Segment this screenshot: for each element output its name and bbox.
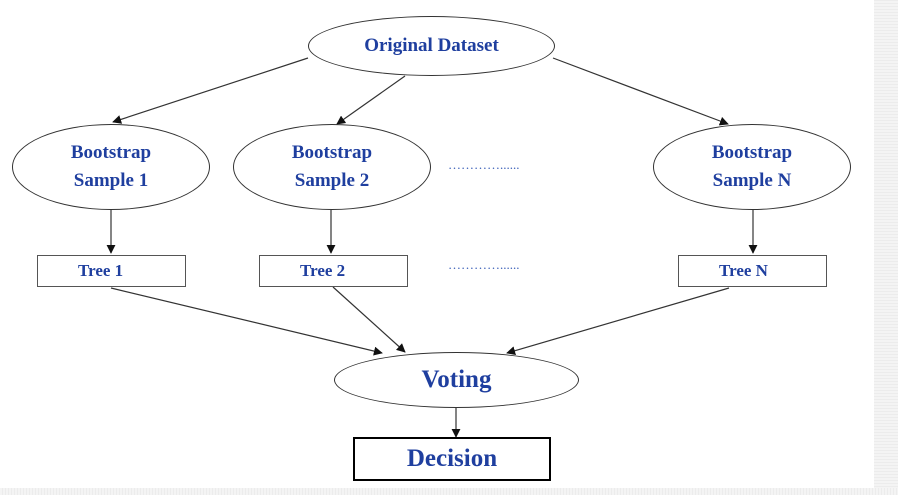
bootstrap-sample-1-label: Bootstrap Sample 1 [70, 142, 152, 191]
tree-2-node: Tree 2 [259, 255, 408, 287]
background-strip-right [874, 0, 898, 495]
tree-1-label: Tree 1 [78, 261, 124, 280]
bootstrap-sample-2-label: Bootstrap Sample 2 [291, 142, 373, 191]
edge-tree-1-to-voting [110, 287, 383, 356]
voting-node: Voting [334, 352, 579, 408]
bootstrap-sample-n-label: Bootstrap Sample N [711, 142, 793, 191]
background-strip-bottom [0, 488, 898, 495]
bootstrap-sample-1-node: Bootstrap Sample 1 [12, 124, 210, 210]
voting-label: Voting [421, 366, 492, 393]
tree-2-label: Tree 2 [300, 261, 346, 280]
trees-ellipsis: …………...... [448, 257, 520, 272]
edge-tree-n-to-voting [506, 287, 730, 356]
decision-label: Decision [406, 445, 498, 472]
samples-ellipsis: …………...... [448, 157, 520, 172]
tree-1-node: Tree 1 [37, 255, 186, 287]
original-dataset-label: Original Dataset [364, 35, 499, 56]
edge-dataset-to-sample-2 [336, 75, 406, 125]
original-dataset-node: Original Dataset [308, 16, 555, 76]
bootstrap-sample-2-node: Bootstrap Sample 2 [233, 124, 431, 210]
tree-n-node: Tree N [678, 255, 827, 287]
edge-dataset-to-sample-n [552, 57, 729, 126]
bootstrap-sample-n-node: Bootstrap Sample N [653, 124, 851, 210]
decision-node: Decision [353, 437, 551, 481]
tree-n-label: Tree N [719, 261, 768, 280]
edge-dataset-to-sample-1 [112, 57, 309, 124]
edge-tree-2-to-voting [332, 286, 406, 353]
